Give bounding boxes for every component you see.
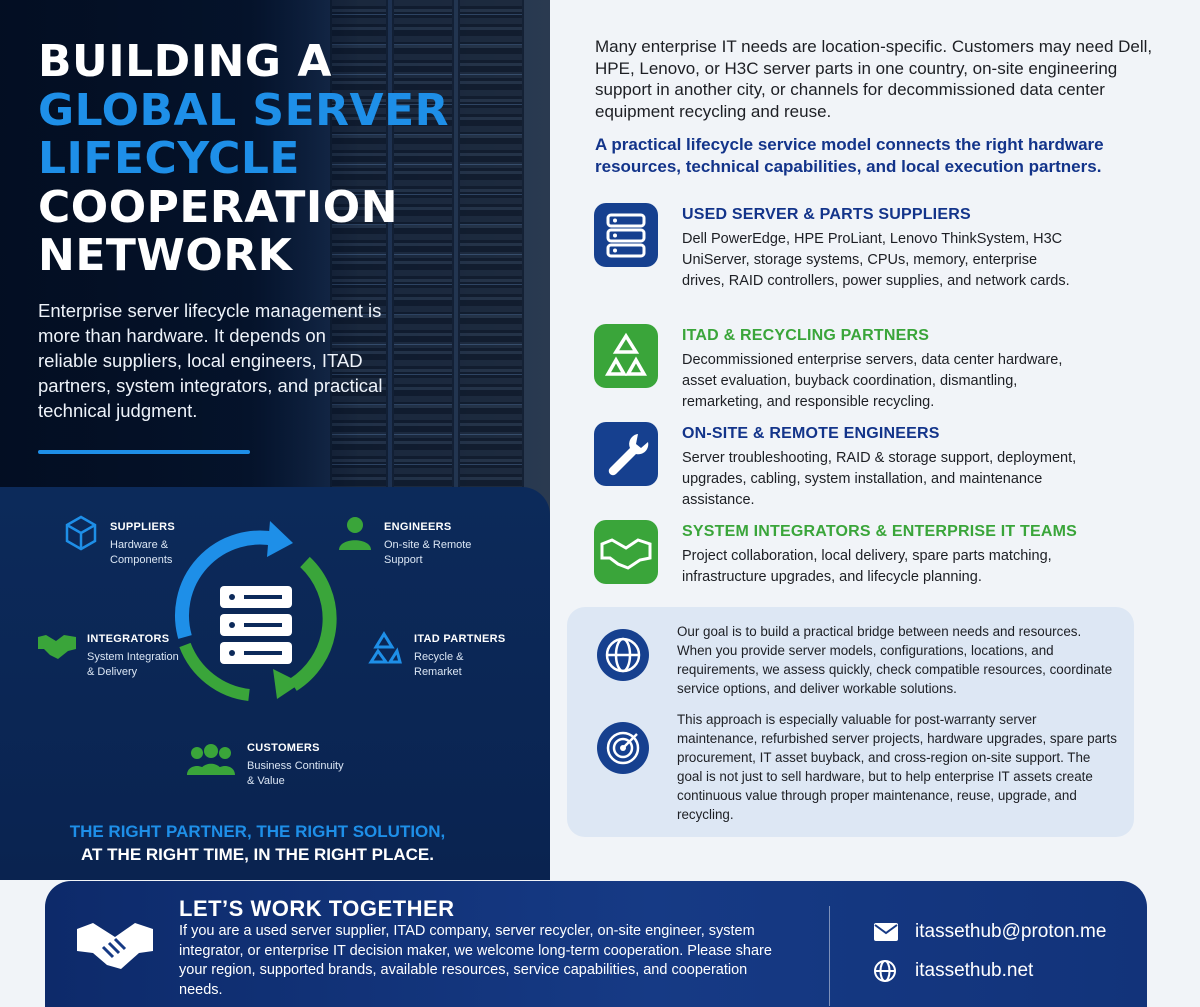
banner-title: LET’S WORK TOGETHER (179, 896, 455, 921)
tagline-line-1: THE RIGHT PARTNER, THE RIGHT SOLUTION, (69, 822, 446, 841)
service-description: Decommissioned enterprise servers, data … (682, 352, 1063, 410)
cycle-arrows-icon (174, 521, 337, 701)
service-title: SYSTEM INTEGRATORS & ENTERPRISE IT TEAMS (682, 523, 1077, 540)
recycle-icon (594, 324, 658, 388)
service-description: Dell PowerEdge, HPE ProLiant, Lenovo Thi… (682, 231, 1070, 289)
goal-paragraph-2: This approach is especially valuable for… (677, 712, 1117, 822)
page-title: BUILDING A GLOBAL SERVER LIFECYCLE COOPE… (38, 36, 450, 281)
email-link[interactable]: itassethub@proton.me (915, 921, 1107, 942)
lead-paragraph: Enterprise server lifecycle management i… (38, 300, 383, 421)
engineer-icon (339, 517, 371, 550)
service-title: USED SERVER & PARTS SUPPLIERS (682, 206, 971, 223)
customers-icon (187, 744, 235, 775)
divider (829, 906, 830, 1006)
server-stack-icon (594, 203, 658, 267)
cube-icon (65, 515, 97, 551)
node-suppliers: SUPPLIERS Hardware &Components (110, 521, 176, 566)
wrench-icon (594, 422, 658, 486)
lifecycle-diagram: SUPPLIERS Hardware &Components ENGINEERS… (0, 487, 550, 880)
divider (38, 450, 250, 454)
hero-panel: BUILDING A GLOBAL SERVER LIFECYCLE COOPE… (0, 0, 550, 880)
service-description: Project collaboration, local delivery, s… (682, 548, 1052, 585)
mail-icon (874, 923, 898, 941)
server-rack-image (392, 0, 454, 540)
goal-box: Our goal is to build a practical bridge … (567, 607, 1134, 837)
target-icon (597, 722, 649, 774)
goal-paragraph-1: Our goal is to build a practical bridge … (677, 624, 1113, 696)
service-title: ON-SITE & REMOTE ENGINEERS (682, 425, 940, 442)
globe-icon (597, 629, 649, 681)
recycle-icon (368, 631, 402, 664)
handshake-icon (594, 520, 658, 584)
website-link[interactable]: itassethub.net (915, 960, 1034, 981)
intro-highlight: A practical lifecycle service model conn… (595, 135, 1104, 176)
node-itad-partners: ITAD PARTNERS Recycle &Remarket (414, 633, 506, 678)
tagline-line-2: AT THE RIGHT TIME, IN THE RIGHT PLACE. (81, 845, 434, 864)
server-rack-image (458, 0, 524, 540)
server-icon (220, 586, 292, 664)
node-integrators: INTEGRATORS System Integration& Delivery (87, 633, 179, 678)
handshake-icon (77, 923, 153, 969)
handshake-icon (38, 635, 76, 659)
intro-paragraph: Many enterprise IT needs are location-sp… (595, 37, 1153, 121)
cooperation-banner: LET’S WORK TOGETHER If you are a used se… (45, 881, 1147, 1007)
banner-text: If you are a used server supplier, ITAD … (179, 923, 772, 998)
node-customers: CUSTOMERS Business Continuity& Value (247, 742, 344, 787)
globe-icon (874, 960, 896, 982)
service-description: Server troubleshooting, RAID & storage s… (682, 450, 1077, 508)
service-title: ITAD & RECYCLING PARTNERS (682, 327, 930, 344)
